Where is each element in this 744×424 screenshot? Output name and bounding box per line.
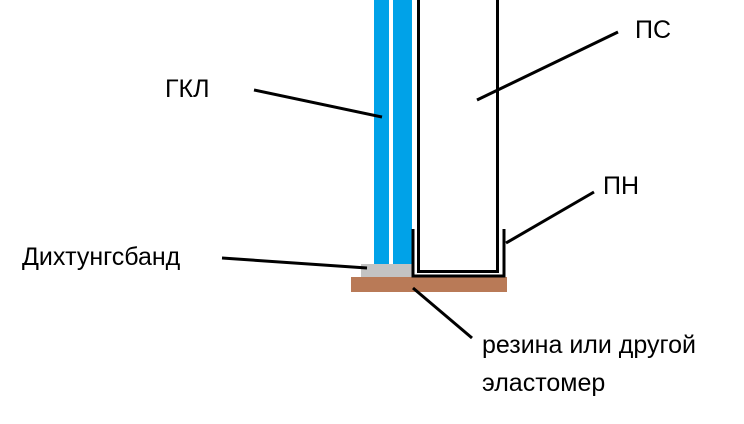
pn-leader-line bbox=[505, 190, 595, 245]
gkl-leader-line bbox=[253, 88, 383, 119]
ps-stud-profile bbox=[417, 0, 499, 273]
dichtungsband-leader-line bbox=[221, 256, 368, 270]
dichtungsband-label: Дихтунгсбанд bbox=[22, 243, 181, 271]
ps-label: ПС bbox=[635, 16, 671, 44]
elastomer-leader-line bbox=[412, 286, 473, 340]
elastomer-label-line1: резина или другой bbox=[482, 331, 696, 359]
ps-leader-line bbox=[476, 30, 619, 102]
pn-label: ПН bbox=[603, 172, 639, 200]
sealing-tape bbox=[361, 264, 412, 277]
drywall-sheet-outer bbox=[374, 0, 389, 264]
drywall-sheet-inner bbox=[393, 0, 412, 264]
pn-track-profile bbox=[411, 229, 506, 278]
elastomer-strip bbox=[351, 277, 507, 292]
elastomer-label-line2: эластомер bbox=[482, 369, 605, 397]
gkl-label: ГКЛ bbox=[165, 75, 210, 103]
